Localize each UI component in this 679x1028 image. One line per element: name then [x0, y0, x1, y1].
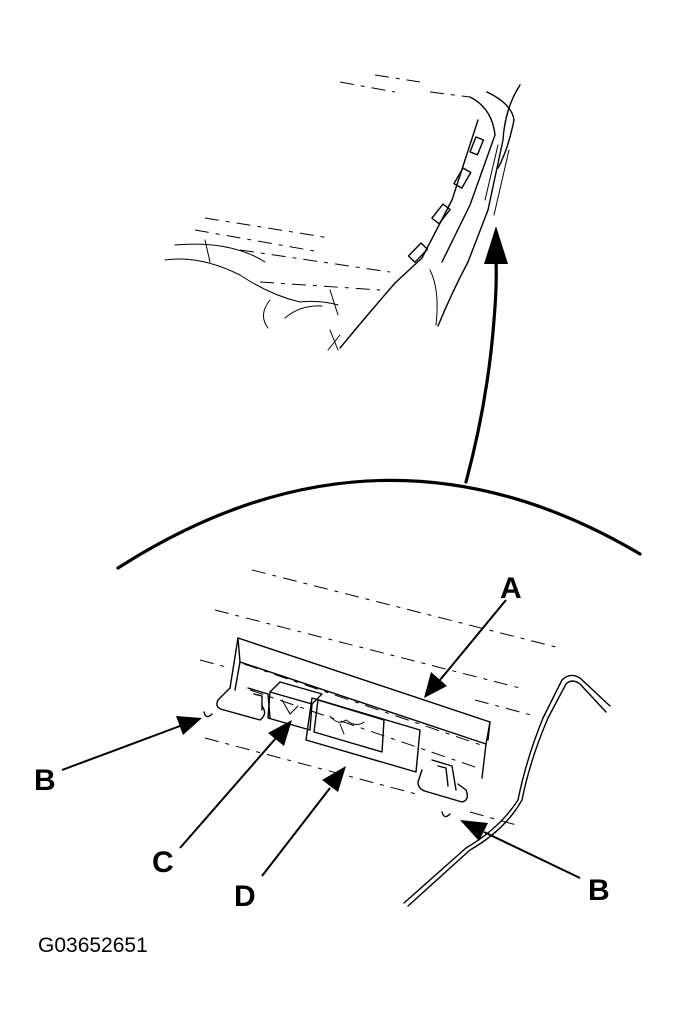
callout-d: D — [234, 880, 256, 913]
fastener-hole-left — [203, 711, 213, 718]
detail-view-drawing — [199, 569, 611, 907]
leader-b-left — [61, 716, 202, 771]
callout-b-right: B — [588, 874, 610, 907]
dashboard-overview-drawing — [164, 74, 521, 484]
leader-d — [261, 766, 346, 877]
fastener-hole-right — [441, 811, 451, 818]
callout-a: A — [500, 572, 522, 605]
leader-b-right — [460, 820, 581, 879]
leader-a — [424, 599, 507, 698]
detail-circle-arc — [116, 478, 642, 570]
retainer-d — [305, 697, 421, 773]
mounting-slots — [407, 136, 485, 263]
bracket-a — [216, 637, 491, 803]
direction-arrow-head — [484, 226, 508, 264]
callout-c: C — [152, 846, 174, 879]
direction-arrow — [464, 260, 498, 484]
leader-c — [179, 720, 292, 849]
figure-id: G03652651 — [38, 934, 148, 957]
callout-b-left: B — [34, 764, 56, 797]
clip-c — [267, 681, 323, 731]
